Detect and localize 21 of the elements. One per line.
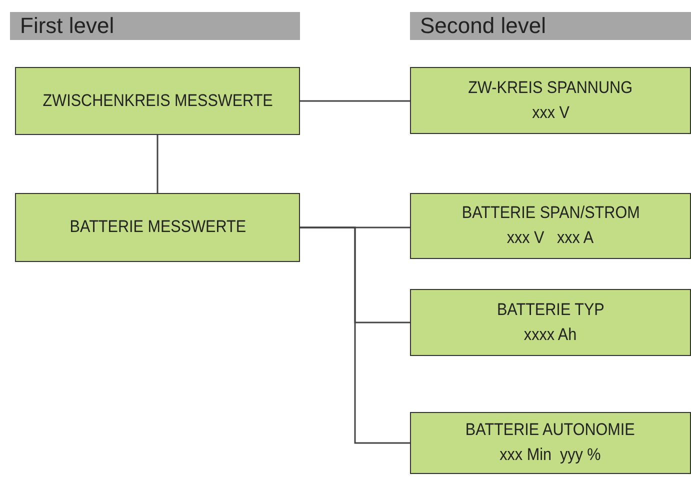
connector-line (156, 135, 158, 193)
menu-box (15, 67, 300, 135)
menu-box (410, 67, 691, 134)
connector-line (300, 226, 410, 444)
menu-title: BATTERIE TYP (496, 298, 604, 321)
menu-box (410, 193, 691, 259)
menu-box (410, 289, 691, 356)
menu-value: xxx V (532, 102, 570, 124)
level-header: Second level (410, 12, 691, 40)
menu-value: xxx V xxx A (507, 227, 594, 249)
level-header: First level (10, 12, 300, 40)
menu-value: xxx Min yyy % (500, 444, 602, 466)
menu-box (15, 193, 300, 262)
connector-line (300, 100, 410, 102)
menu-title: ZWISCHENKREIS MESSWERTE (42, 90, 273, 112)
menu-title: BATTERIE SPAN/STROM (462, 202, 640, 224)
menu-title: BATTERIE MESSWERTE (69, 216, 246, 238)
menu-title: ZW-KREIS SPANNUNG (468, 76, 633, 99)
menu-value: xxxx Ah (524, 324, 577, 346)
menu-box (410, 412, 691, 474)
menu-title: BATTERIE AUTONOMIE (466, 419, 636, 442)
